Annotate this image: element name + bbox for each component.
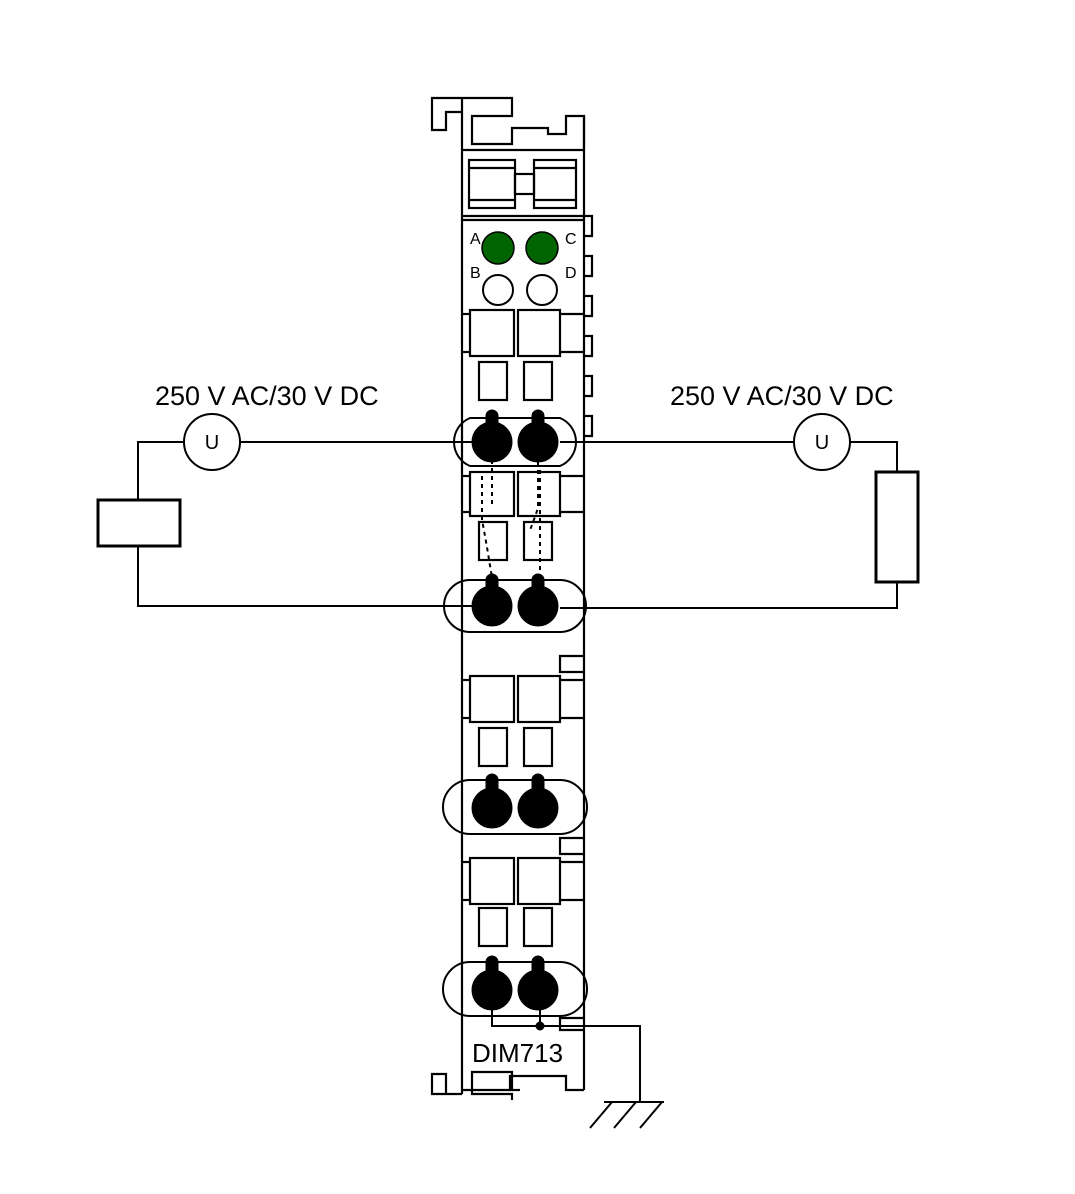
- led-c-indicator: [525, 231, 559, 265]
- status-leds: A B C D: [470, 231, 577, 306]
- left-meter-label: U: [205, 432, 219, 454]
- screw-row-3: [471, 773, 559, 829]
- screw-row-1: [471, 409, 559, 463]
- led-a-indicator: [481, 231, 515, 265]
- terminal-group-4: [442, 856, 588, 1017]
- left-voltmeter: U: [183, 413, 241, 471]
- screw-row-4: [471, 955, 559, 1011]
- left-circuit-wiring: [137, 441, 472, 607]
- coil-load: [96, 498, 182, 548]
- internal-contacts: [481, 460, 541, 579]
- led-c-label: C: [565, 231, 577, 248]
- led-b-label: B: [470, 265, 481, 282]
- right-meter-label: U: [815, 432, 829, 454]
- left-voltage-label: 250 V AC/30 V DC: [155, 381, 379, 411]
- ground-symbol: [589, 1101, 664, 1129]
- terminal-group-1: [453, 308, 584, 467]
- led-a-label: A: [470, 231, 481, 248]
- module-body: [430, 96, 594, 1100]
- terminal-screws: [471, 409, 559, 1031]
- right-circuit-wiring: [560, 441, 898, 609]
- led-d-indicator: [526, 274, 558, 306]
- resistive-load: [874, 470, 920, 584]
- screw-row-2: [471, 573, 559, 627]
- terminal-group-3: [442, 674, 588, 835]
- led-d-label: D: [565, 265, 577, 282]
- ground-junction-dot: [535, 1021, 545, 1031]
- led-b-indicator: [482, 274, 514, 306]
- right-voltmeter: U: [793, 413, 851, 471]
- right-voltage-label: 250 V AC/30 V DC: [670, 381, 894, 411]
- module-model-label: DIM713: [472, 1038, 563, 1068]
